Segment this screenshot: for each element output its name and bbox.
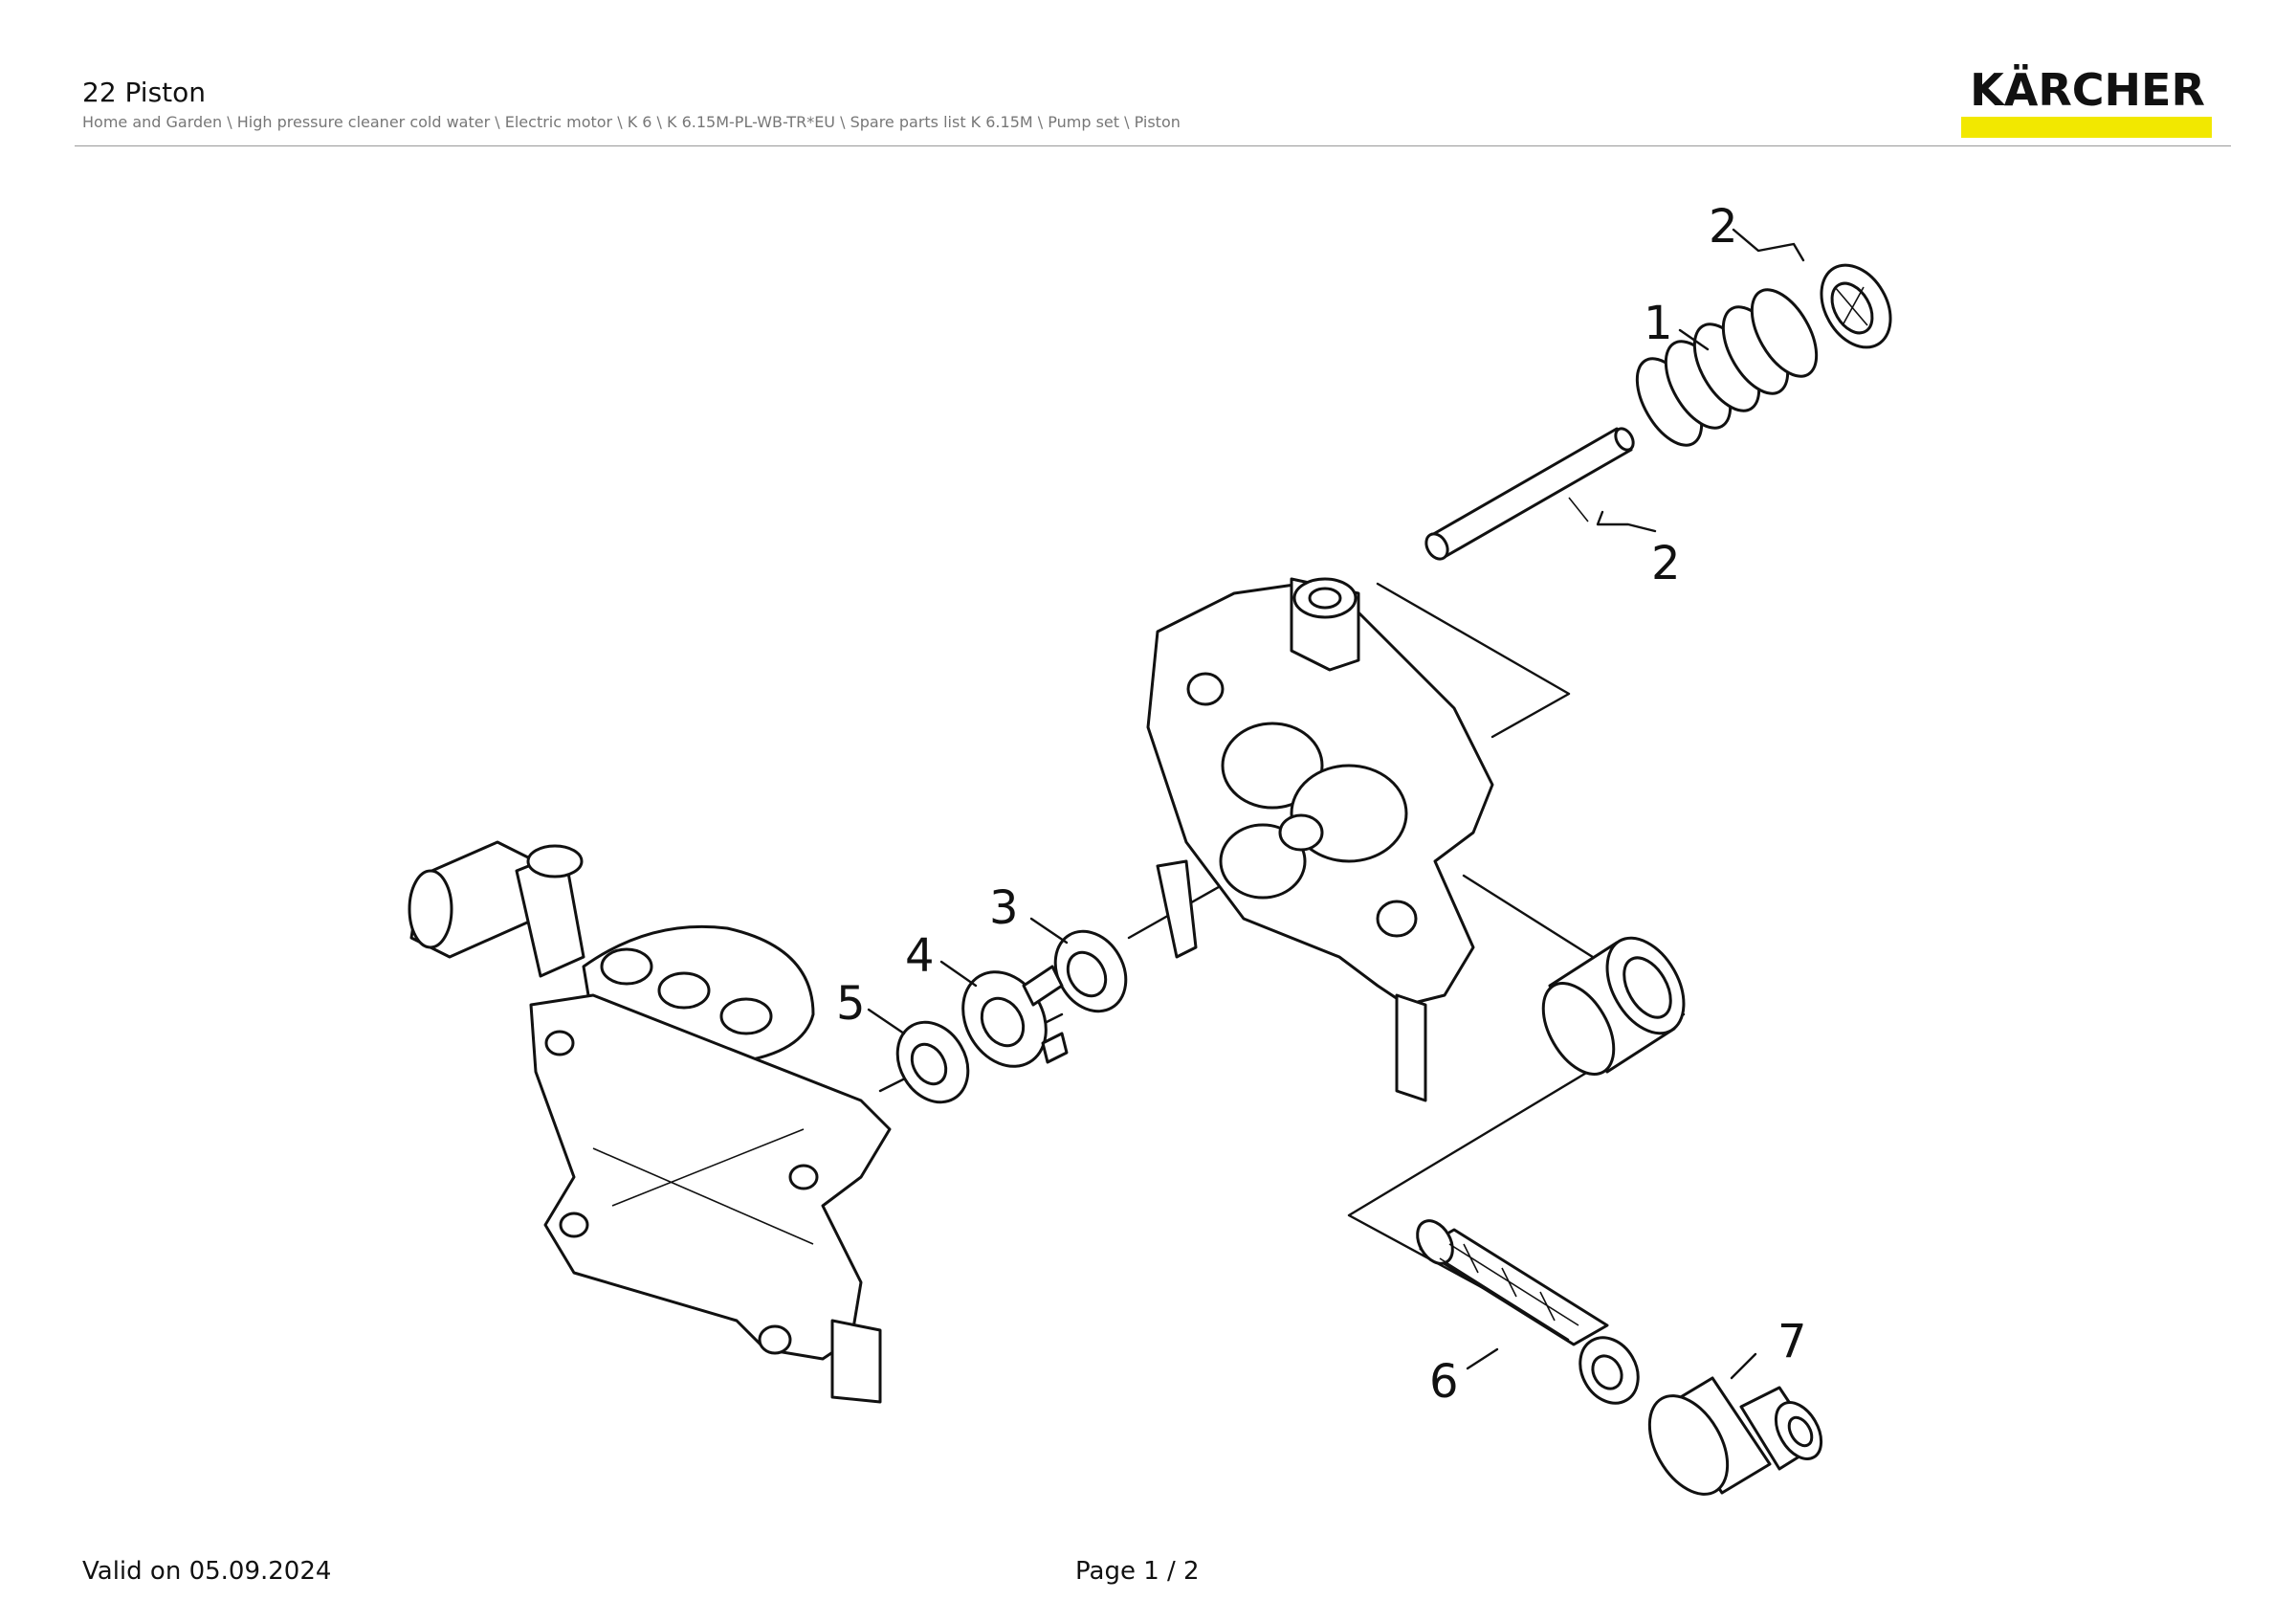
header-divider: [75, 145, 2231, 146]
callout-labels: 2 1 2 3 4 5 6 7: [836, 200, 1807, 1409]
part-hose-coupling: [1647, 1376, 1823, 1496]
page-title: 22 Piston: [82, 77, 207, 108]
logo-yellow-bar: [1961, 117, 2212, 138]
valid-date: Valid on 05.09.2024: [82, 1557, 332, 1586]
part-seal-ring: [1053, 929, 1128, 1013]
part-threaded-sleeve: [1541, 936, 1686, 1076]
page-number: Page 1 / 2: [1075, 1557, 1200, 1586]
part-ring: [895, 1020, 970, 1104]
part-piston-guide: [961, 965, 1069, 1068]
logo-wordmark: KÄRCHER: [1970, 64, 2205, 116]
part-piston-rod: [1424, 427, 1635, 561]
breadcrumb: Home and Garden \ High pressure cleaner …: [82, 113, 1181, 131]
callout-2-washer: 2: [1709, 200, 1738, 254]
part-cylinder-head: [408, 840, 892, 1404]
callout-7: 7: [1777, 1315, 1807, 1368]
callout-2-piston: 2: [1651, 537, 1681, 590]
callout-4: 4: [905, 929, 935, 983]
part-filter: [1416, 1219, 1640, 1405]
callout-6: 6: [1429, 1355, 1459, 1409]
callout-3: 3: [989, 881, 1019, 935]
karcher-logo: KÄRCHER: [1961, 63, 2214, 138]
callout-5: 5: [836, 977, 866, 1031]
part-spring: [1635, 288, 1819, 447]
part-pump-housing: [1146, 577, 1494, 1102]
callout-1-spring: 1: [1644, 297, 1673, 350]
callout-leaders: [867, 228, 1805, 1380]
part-retaining-washer: [1820, 263, 1892, 349]
